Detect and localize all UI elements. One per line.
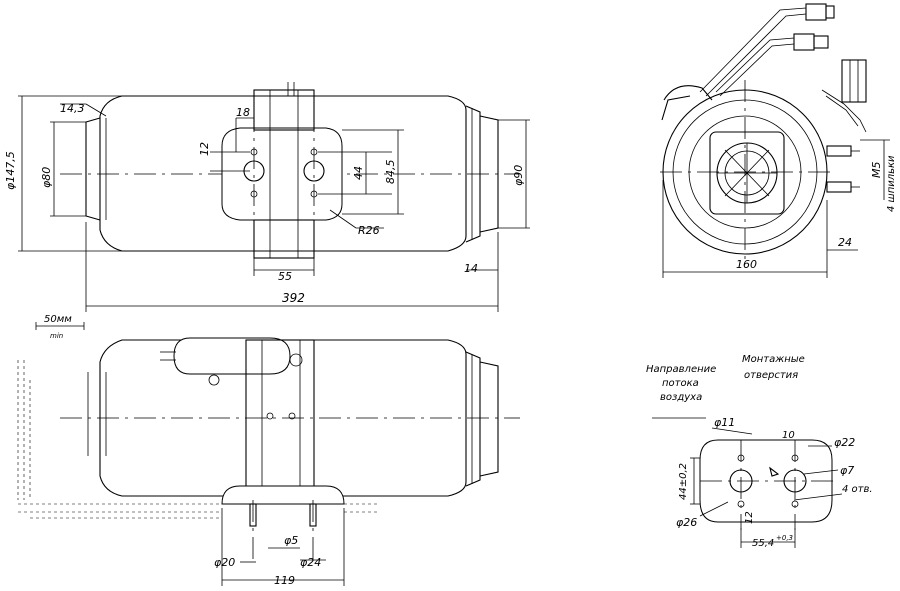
mount-phi11: φ11 (714, 416, 735, 429)
dim-24: 24 (838, 236, 852, 249)
dim-55: 55 (278, 270, 292, 283)
mount-10: 10 (782, 430, 795, 441)
mount-55-4: 55,4 (752, 538, 774, 549)
scale-50mm: 50мм (44, 314, 72, 325)
flow-label-2: потока (662, 378, 699, 389)
scale-min: min (50, 332, 63, 340)
end-view-right (660, 3, 890, 278)
mount-label-2: отверстия (744, 370, 798, 381)
mount-4otv: 4 отв. (842, 484, 873, 495)
dim-84-5: 84,5 (384, 160, 397, 185)
side-view-top (18, 82, 530, 312)
mount-44: 44±0,2 (678, 463, 689, 500)
dim-392: 392 (282, 291, 305, 305)
flow-label-3: воздуха (660, 392, 702, 403)
dim-44: 44 (352, 166, 365, 180)
connector-3 (841, 59, 867, 103)
dim-phi24: φ24 (300, 556, 321, 569)
dim-phi147-5: φ147,5 (4, 151, 17, 190)
fan-outlet (709, 131, 785, 215)
mount-tol: +0,3 (776, 534, 793, 542)
dim-M5: M5 (870, 162, 883, 179)
dim-119: 119 (274, 574, 295, 587)
dimension-labels: φ147,5 14,3 φ80 18 12 44 84,5 φ90 R26 55… (4, 102, 897, 587)
mount-phi26: φ26 (676, 516, 697, 529)
dim-phi80: φ80 (40, 167, 53, 188)
mount-12: 12 (744, 511, 755, 524)
mount-label-1: Монтажные (742, 354, 805, 365)
mounting-bracket (221, 127, 343, 221)
mounting-holes-view (652, 417, 843, 548)
dim-phi5: φ5 (284, 534, 298, 547)
mount-phi7: φ7 (840, 464, 854, 477)
dim-18: 18 (236, 106, 250, 119)
side-view-bottom (17, 322, 520, 586)
dim-phi20: φ20 (214, 556, 235, 569)
connector-1 (805, 3, 827, 21)
dim-M5-note: 4 шпильки (886, 155, 897, 212)
dim-160: 160 (736, 258, 757, 271)
dim-14: 14 (464, 262, 478, 275)
connector-2 (793, 33, 815, 51)
mount-phi22: φ22 (834, 436, 855, 449)
dim-14-3: 14,3 (60, 102, 85, 115)
junction-box (173, 337, 291, 375)
dim-R26: R26 (358, 224, 380, 237)
flow-label-1: Направление (646, 364, 716, 375)
bracket-foot (221, 485, 345, 505)
dim-phi90: φ90 (512, 165, 525, 186)
dim-12: 12 (198, 142, 211, 156)
